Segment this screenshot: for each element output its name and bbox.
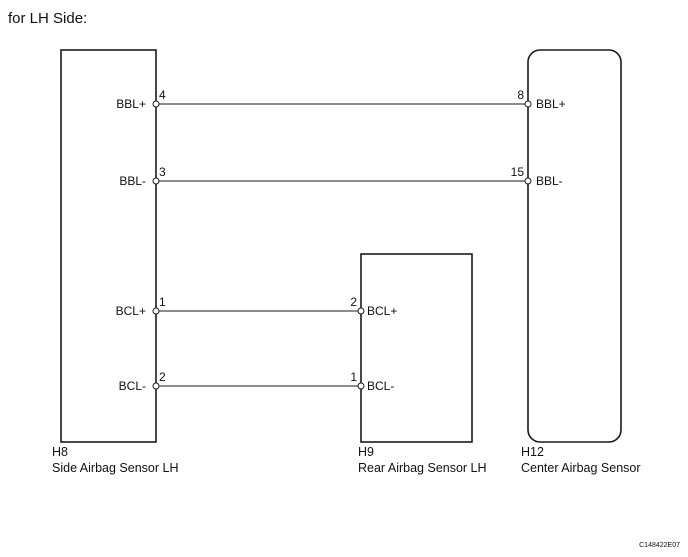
- h9-pin-number-bcl-plus: 2: [350, 295, 357, 309]
- h8-pin-bbl-plus-terminal: [152, 100, 160, 108]
- connector-h12-name: Center Airbag Sensor: [521, 461, 641, 475]
- h12-pin-bbl-minus-terminal: [524, 177, 532, 185]
- connector-h8-code: H8: [52, 445, 68, 459]
- connector-h9-code: H9: [358, 445, 374, 459]
- h8-pin-bcl-minus-terminal: [152, 382, 160, 390]
- h9-pin-label-bcl-minus: BCL-: [367, 379, 394, 393]
- connector-h12-box: [527, 49, 622, 443]
- h12-pin-label-bbl-minus: BBL-: [536, 174, 563, 188]
- h8-pin-number-bcl-plus: 1: [159, 295, 166, 309]
- h8-pin-bbl-minus-terminal: [152, 177, 160, 185]
- connector-h12-code: H12: [521, 445, 544, 459]
- connector-h8-name: Side Airbag Sensor LH: [52, 461, 178, 475]
- h12-pin-bbl-plus-terminal: [524, 100, 532, 108]
- h8-pin-bcl-plus-terminal: [152, 307, 160, 315]
- h8-pin-number-bcl-minus: 2: [159, 370, 166, 384]
- h8-pin-label-bcl-plus: BCL+: [116, 304, 146, 318]
- h12-pin-number-bbl-plus: 8: [517, 88, 524, 102]
- h8-pin-label-bbl-plus: BBL+: [116, 97, 146, 111]
- h8-pin-number-bbl-plus: 4: [159, 88, 166, 102]
- h9-pin-number-bcl-minus: 1: [350, 370, 357, 384]
- figure-code: C148422E07: [639, 542, 680, 549]
- connector-h8-box: [60, 49, 157, 443]
- connector-h9-box: [360, 253, 473, 443]
- h8-pin-label-bcl-minus: BCL-: [119, 379, 146, 393]
- h8-pin-number-bbl-minus: 3: [159, 165, 166, 179]
- connector-h9-name: Rear Airbag Sensor LH: [358, 461, 487, 475]
- h9-pin-bcl-minus-terminal: [357, 382, 365, 390]
- diagram-heading: for LH Side:: [8, 10, 87, 27]
- h12-pin-number-bbl-minus: 15: [511, 165, 525, 179]
- h9-pin-label-bcl-plus: BCL+: [367, 304, 397, 318]
- h9-pin-bcl-plus-terminal: [357, 307, 365, 315]
- h12-pin-label-bbl-plus: BBL+: [536, 97, 566, 111]
- h8-pin-label-bbl-minus: BBL-: [119, 174, 146, 188]
